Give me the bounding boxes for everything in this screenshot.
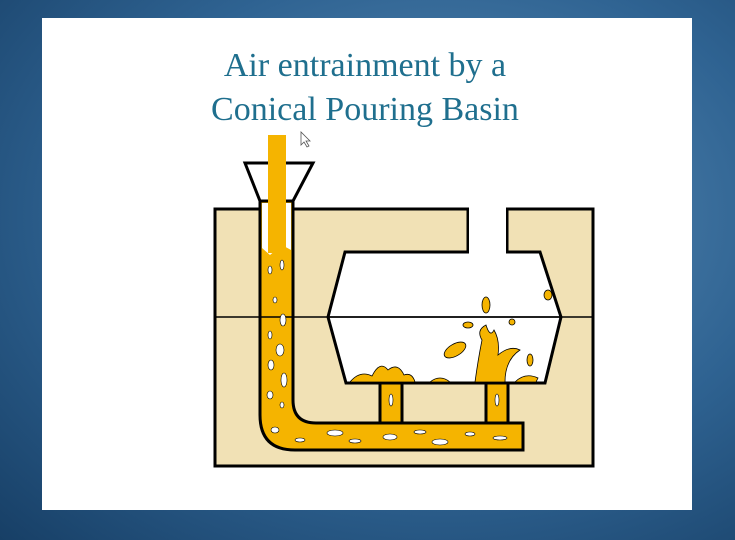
air-bubbles	[266, 259, 508, 446]
riser-opening	[469, 205, 506, 254]
slide-title-line2: Conical Pouring Basin	[211, 91, 519, 128]
mouse-cursor-icon	[300, 131, 311, 148]
metal-splash	[349, 289, 553, 383]
slide-title-line1: Air entrainment by a	[223, 47, 507, 84]
metal-stream	[268, 135, 286, 253]
